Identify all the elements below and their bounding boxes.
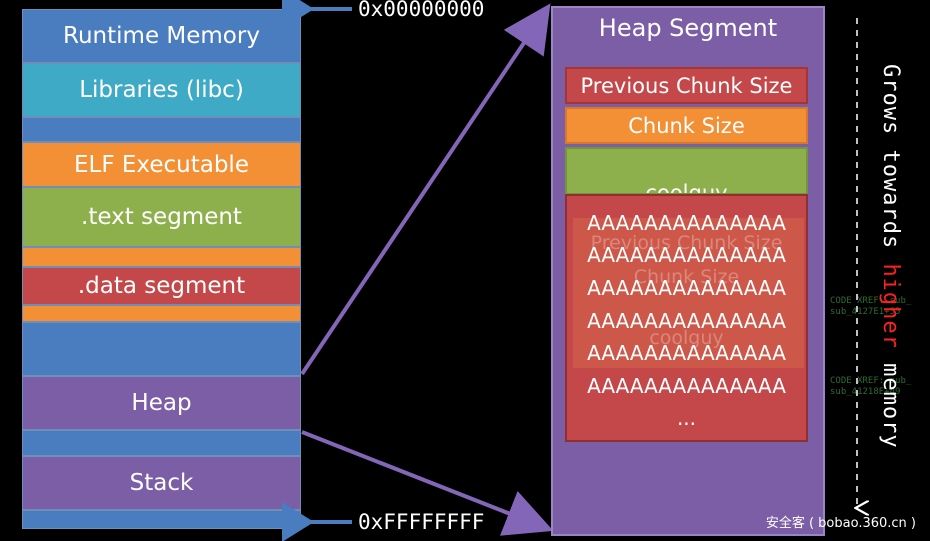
arrow-heap-zoom-bottom	[301, 430, 554, 536]
background-code-1: CODE XREF: sub_ sub_4127E1+55	[830, 296, 912, 317]
growth-label: Grows towards higher memory	[878, 64, 903, 449]
background-code-2: CODE XREF: sub_ sub_41218E+49	[830, 376, 912, 397]
overflow-row: AAAAAAAAAAAAAA	[587, 341, 786, 365]
ghost-coolguy: coolguy	[649, 327, 724, 349]
overflow-block: Previous Chunk Size Chunk Size coolguy A…	[565, 194, 808, 442]
gap-block-3	[22, 430, 301, 456]
heap-segment-title: Heap Segment	[598, 14, 778, 42]
address-top-label: 0x00000000	[358, 0, 485, 21]
data-segment-block: .data segment	[22, 267, 301, 305]
ghost-chunk-size: Chunk Size	[633, 266, 740, 288]
chunk-data-block: coolguy	[565, 147, 808, 195]
overflow-row: AAAAAAAAAAAAAA	[587, 374, 786, 398]
overflow-row: AAAAAAAAAAAAAA	[587, 309, 786, 333]
text-segment-block: .text segment	[22, 187, 301, 247]
overflow-row: AAAAAAAAAAAAAA	[587, 276, 786, 300]
gap-block-1	[22, 117, 301, 142]
stack-block: Stack	[22, 456, 301, 510]
overflow-row: AAAAAAAAAAAAAA	[587, 211, 786, 235]
heap-block: Heap	[22, 376, 301, 430]
libraries-block: Libraries (libc)	[22, 63, 301, 117]
runtime-memory-title: Runtime Memory	[22, 9, 301, 63]
ghost-chunk-area	[573, 218, 804, 368]
growth-highlight: higher	[878, 263, 903, 349]
gap-block-2	[22, 322, 301, 376]
elf-executable-block: ELF Executable	[22, 142, 301, 187]
prev-chunk-size-block: Previous Chunk Size	[565, 67, 808, 104]
watermark: 安全客 ( bobao.360.cn )	[765, 516, 916, 531]
address-bottom-label: 0xFFFFFFFF	[358, 510, 485, 534]
ghost-prev-chunk-size: Previous Chunk Size	[590, 232, 783, 254]
overflow-row: AAAAAAAAAAAAAA	[587, 243, 786, 267]
elf-gap-block	[22, 247, 301, 267]
overflow-ellipsis: ...	[676, 406, 697, 430]
chunk-size-block: Chunk Size	[565, 107, 808, 144]
arrow-heap-zoom-top	[300, 3, 551, 376]
elf-gap-block-2	[22, 305, 301, 322]
